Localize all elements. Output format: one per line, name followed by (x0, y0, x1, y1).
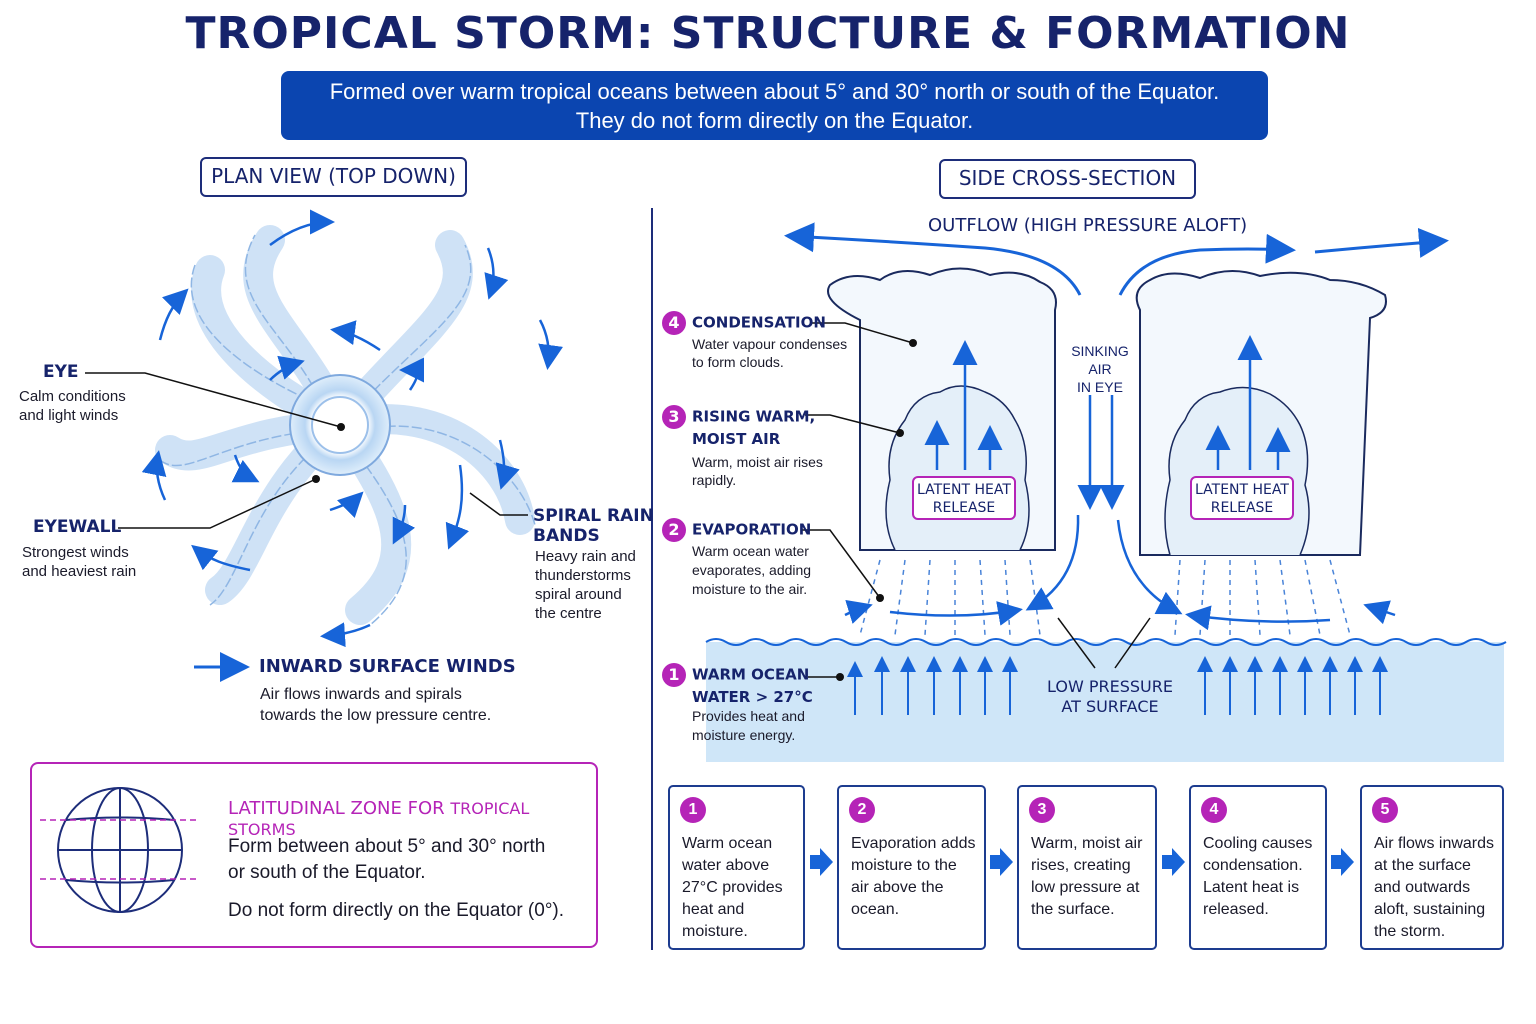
step-box-4: 4 Cooling causes condensation. Latent he… (1189, 785, 1327, 950)
outflow-arrows (784, 222, 1449, 296)
step-box-5: 5 Air flows inwards at the surface and o… (1360, 785, 1504, 950)
panel-divider (651, 208, 653, 950)
inward-winds-description: Air flows inwards and spirals towards th… (260, 686, 492, 724)
plan-wind-arrows (141, 209, 564, 648)
page-title: TROPICAL STORM: STRUCTURE & FORMATION (185, 8, 1351, 59)
step-box-1: 1 Warm ocean water above 27°C provides h… (668, 785, 805, 950)
sinking-air-label: SINKING AIR IN EYE (1071, 343, 1129, 395)
plan-leader-lines (85, 372, 528, 529)
latitude-title: LATITUDINAL ZONE FOR TROPICAL STORMS (228, 798, 530, 839)
side-section-label: SIDE CROSS-SECTION (939, 159, 1196, 199)
eyewall-label: EYEWALL (33, 517, 122, 537)
low-pressure-label: LOW PRESSURE AT SURFACE (1047, 677, 1173, 716)
spiral-band-outlines (159, 234, 536, 626)
latent-heat-box-right: LATENT HEAT RELEASE (1190, 476, 1294, 520)
formation-banner: Formed over warm tropical oceans between… (281, 71, 1268, 140)
ocean-rising-arrows (847, 656, 1388, 715)
eyewall-description: Strongest winds and heaviest rain (22, 544, 137, 580)
surface-inflow-arrows (844, 599, 1396, 631)
inward-winds-label: INWARD SURFACE WINDS (259, 656, 516, 677)
sinking-air-arrows (1025, 395, 1183, 615)
latitudinal-zone-box: LATITUDINAL ZONE FOR TROPICAL STORMS For… (30, 762, 598, 948)
latitude-text: Form between about 5° and 30° north or s… (228, 836, 565, 921)
rain-bands-description: Heavy rain and thunderstorms spiral arou… (535, 548, 636, 622)
rising-air-arrows (924, 335, 1291, 470)
globe-icon (57, 787, 183, 913)
eye-description: Calm conditions and light winds (19, 388, 126, 424)
eye-label: EYE (43, 362, 79, 382)
plan-view-label: PLAN VIEW (TOP DOWN) (200, 157, 467, 197)
banner-line-1: Formed over warm tropical oceans between… (329, 79, 1220, 104)
ocean-surface (705, 638, 1507, 646)
rain-bands-label: SPIRAL RAIN BANDS (533, 506, 654, 546)
step-arrows (810, 848, 1354, 876)
outflow-label: OUTFLOW (HIGH PRESSURE ALOFT) (928, 215, 1248, 236)
step-box-3: 3 Warm, moist air rises, creating low pr… (1017, 785, 1157, 950)
banner-line-2: They do not form directly on the Equator… (575, 108, 974, 133)
rain-streaks (859, 559, 1351, 636)
side-leader-lines (802, 322, 1151, 678)
step-box-2: 2 Evaporation adds moisture to the air a… (837, 785, 986, 950)
latitude-zone-lines (40, 819, 200, 880)
latent-heat-box-left: LATENT HEAT RELEASE (912, 476, 1016, 520)
ocean (706, 642, 1504, 762)
